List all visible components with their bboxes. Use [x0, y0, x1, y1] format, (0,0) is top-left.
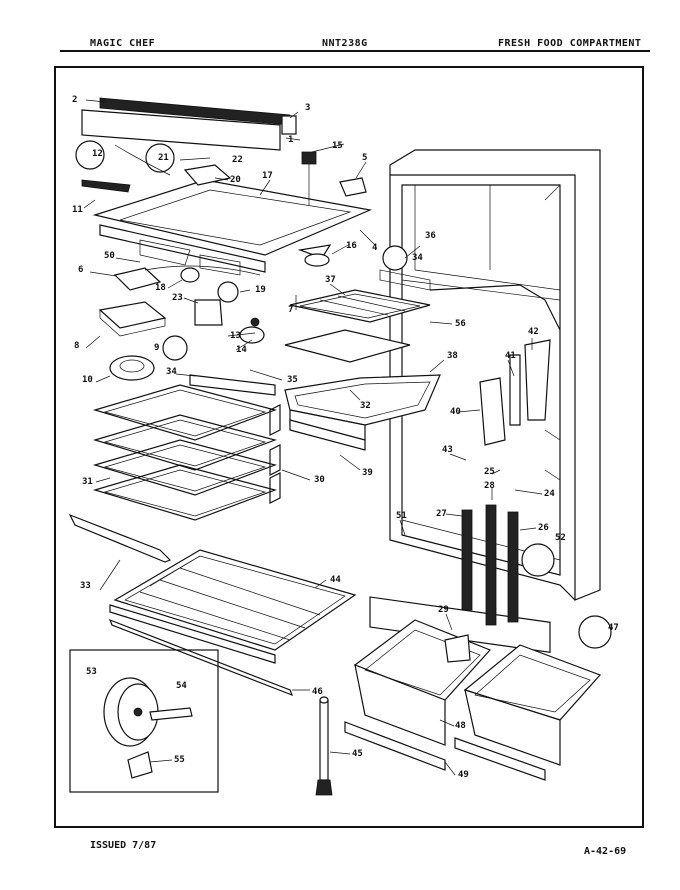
callout-12: 12 [92, 149, 103, 159]
callout-22: 22 [232, 155, 243, 165]
callout-39: 39 [362, 468, 373, 478]
callout-29: 29 [438, 605, 449, 615]
callout-34-upper: 34 [412, 253, 423, 263]
header-rule [60, 50, 650, 52]
callout-17: 17 [262, 171, 273, 181]
detail-circle-21 [145, 143, 175, 173]
callout-20: 20 [230, 175, 241, 185]
callout-25: 25 [484, 467, 495, 477]
callout-21: 21 [158, 153, 169, 163]
callout-38: 38 [447, 351, 458, 361]
callout-56: 56 [455, 319, 466, 329]
callout-53: 53 [86, 667, 97, 677]
callout-10: 10 [82, 375, 93, 385]
callout-2: 2 [72, 95, 77, 105]
model-number: NNT238G [322, 38, 368, 49]
callout-27: 27 [436, 509, 447, 519]
callout-37: 37 [325, 275, 336, 285]
section-title: FRESH FOOD COMPARTMENT [498, 38, 642, 49]
callout-45: 45 [352, 749, 363, 759]
bracket-11 [81, 179, 131, 193]
callout-47: 47 [608, 623, 619, 633]
callout-11: 11 [72, 205, 83, 215]
trim-strip-33 [68, 513, 172, 563]
issued-date: ISSUED 7/87 [90, 840, 157, 851]
callout-32: 32 [360, 401, 371, 411]
callout-55: 55 [174, 755, 185, 765]
callout-13: 13 [230, 331, 241, 341]
brand-label: MAGIC CHEF [90, 38, 156, 49]
callout-6: 6 [78, 265, 83, 275]
callout-5: 5 [362, 153, 367, 163]
shelf-37 [284, 269, 431, 363]
callout-33: 33 [80, 581, 91, 591]
callout-50: 50 [104, 251, 115, 261]
control-housing [81, 97, 297, 151]
page-code: A-42-69 [584, 846, 627, 857]
callout-4: 4 [372, 243, 378, 253]
callout-35: 35 [287, 375, 298, 385]
callout-24: 24 [544, 489, 555, 499]
callout-14: 14 [236, 345, 247, 355]
callout-54: 54 [176, 681, 187, 691]
part-20 [183, 164, 232, 186]
callout-8: 8 [74, 341, 79, 351]
callout-40: 40 [450, 407, 461, 417]
callout-labels: 2 3 1 15 5 12 21 22 20 17 11 4 16 36 34 … [72, 95, 619, 780]
callout-28: 28 [484, 481, 495, 491]
shelf-rails [461, 504, 519, 626]
callout-16: 16 [346, 241, 357, 251]
callout-26: 26 [538, 523, 549, 533]
meat-keeper-drawer [284, 374, 441, 451]
callout-3: 3 [305, 103, 310, 113]
liner-top-panel [92, 179, 373, 276]
control-components [98, 151, 408, 381]
callout-43: 43 [442, 445, 453, 455]
callout-9: 9 [154, 343, 159, 353]
crisper-drawers [344, 543, 612, 781]
control-brackets [479, 339, 551, 446]
callout-44: 44 [330, 575, 341, 585]
leader-lines [83, 99, 543, 776]
glass-shelf-44 [108, 549, 357, 697]
callout-30: 30 [314, 475, 325, 485]
callout-42: 42 [528, 327, 539, 337]
detail-circle-12 [75, 140, 105, 170]
roller-45 [315, 696, 333, 796]
callout-19: 19 [255, 285, 266, 295]
callout-41: 41 [505, 351, 516, 361]
diagram-frame [54, 66, 644, 828]
callout-1: 1 [288, 135, 293, 145]
callout-31: 31 [82, 477, 93, 487]
callout-7: 7 [288, 305, 293, 315]
callout-52: 52 [555, 533, 566, 543]
detail-inset-box [69, 649, 219, 793]
callout-49: 49 [458, 770, 469, 780]
wheel-assembly [103, 677, 193, 779]
callout-51: 51 [396, 511, 407, 521]
callout-36: 36 [425, 231, 436, 241]
wire-shelves [92, 374, 281, 521]
callout-46: 46 [312, 687, 323, 697]
callout-48: 48 [455, 721, 466, 731]
callout-34-lower: 34 [166, 367, 177, 377]
callout-23: 23 [172, 293, 183, 303]
callout-18: 18 [155, 283, 166, 293]
